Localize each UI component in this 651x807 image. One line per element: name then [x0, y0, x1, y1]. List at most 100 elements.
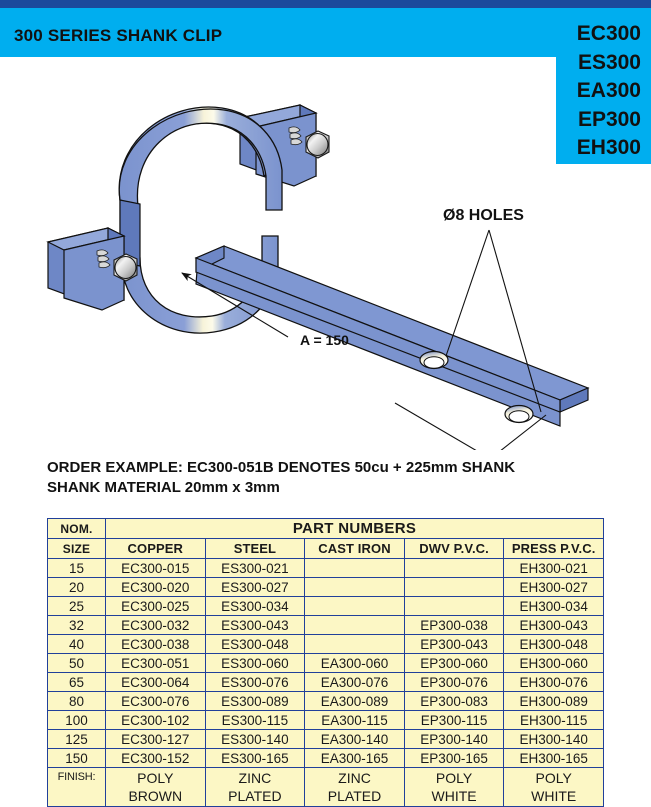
cell-nom-size: 15 [47, 558, 106, 578]
cell-dwv-pvc: EP300-115 [403, 710, 505, 730]
cell-steel: ES300-165 [204, 748, 306, 768]
column-header-press-pvc: PRESS P.V.C. [503, 538, 604, 559]
finish-dwv-pvc: POLY WHITE [403, 767, 505, 807]
product-code-eh300: EH300 [576, 136, 641, 159]
column-header-size: SIZE [47, 538, 106, 559]
cell-press-pvc: EH300-115 [503, 710, 604, 730]
column-header-dwv-pvc: DWV P.V.C. [403, 538, 505, 559]
finish-label: FINISH: [47, 767, 106, 807]
cell-steel: ES300-043 [204, 615, 306, 635]
clamp-drawing-geometry [46, 104, 590, 427]
cell-steel: ES300-027 [204, 577, 306, 597]
shank-length-label-text: A = 150 [300, 332, 349, 348]
cell-press-pvc: EH300-021 [503, 558, 604, 578]
cell-press-pvc: EH300-140 [503, 729, 604, 749]
holes-label-text: Ø8 HOLES [443, 207, 524, 224]
cell-copper: EC300-025 [105, 596, 206, 616]
cell-steel: ES300-021 [204, 558, 306, 578]
cell-dwv-pvc: EP300-083 [403, 691, 505, 711]
table-header-row-2: SIZE COPPER STEEL CAST IRON DWV P.V.C. P… [47, 538, 604, 559]
cell-steel: ES300-115 [204, 710, 306, 730]
finish-steel-line-1: ZINC [238, 770, 272, 786]
cell-cast-iron [304, 577, 405, 597]
column-group-header-part-numbers: PART NUMBERS [105, 518, 604, 539]
cell-dwv-pvc: EP300-043 [403, 634, 505, 654]
cell-press-pvc: EH300-034 [503, 596, 604, 616]
cell-cast-iron: EA300-140 [304, 729, 405, 749]
table-footer: FINISH: POLY BROWN ZINC PLATED ZINC PLAT… [47, 767, 604, 807]
cell-press-pvc: EH300-048 [503, 634, 604, 654]
title-bar: 300 SERIES SHANK CLIP [0, 8, 651, 57]
product-code-ep300: EP300 [577, 107, 641, 131]
cell-cast-iron [304, 558, 405, 578]
finish-copper: POLY BROWN [105, 767, 206, 807]
product-code-ea300: EA300 [576, 79, 641, 102]
cell-press-pvc: EH300-089 [503, 691, 604, 711]
cell-copper: EC300-038 [105, 634, 206, 654]
product-code-es300: ES300 [577, 50, 641, 74]
column-header-copper: COPPER [105, 538, 206, 559]
cell-copper: EC300-020 [105, 577, 206, 597]
finish-cast-iron-line-1: ZINC [338, 770, 371, 786]
cell-steel: ES300-034 [204, 596, 306, 616]
cell-dwv-pvc [403, 577, 505, 597]
shank-length-annotation: A = 150 [181, 272, 349, 348]
page-title: 300 SERIES SHANK CLIP [14, 26, 223, 45]
product-code-panel: EC300 ES300 EA300 EP300 EH300 [556, 8, 651, 164]
top-rule-bar [0, 0, 651, 8]
column-header-cast-iron: CAST IRON [304, 538, 405, 559]
cell-cast-iron: EA300-076 [304, 672, 405, 692]
cell-copper: EC300-076 [105, 691, 206, 711]
table-header-row-1: NOM. PART NUMBERS [47, 518, 604, 539]
cell-press-pvc: EH300-076 [503, 672, 604, 692]
order-example-line-1: ORDER EXAMPLE: EC300-051B DENOTES 50cu +… [47, 459, 516, 476]
cell-nom-size: 150 [47, 748, 106, 768]
cell-copper: EC300-127 [105, 729, 206, 749]
product-code-ec300: EC300 [576, 22, 641, 45]
finish-row: FINISH: POLY BROWN ZINC PLATED ZINC PLAT… [47, 767, 604, 807]
shank-end-dimension [394, 402, 547, 450]
cell-copper: EC300-102 [105, 710, 206, 730]
cell-steel: ES300-048 [204, 634, 306, 654]
cell-nom-size: 65 [47, 672, 106, 692]
order-example-block: ORDER EXAMPLE: EC300-051B DENOTES 50cu +… [47, 458, 627, 498]
cell-steel: ES300-060 [204, 653, 306, 673]
finish-dwv-line-2: WHITE [431, 788, 477, 804]
cell-nom-size: 20 [47, 577, 106, 597]
finish-press-pvc: POLY WHITE [503, 767, 604, 807]
order-example-line-2: SHANK MATERIAL 20mm x 3mm [47, 479, 280, 496]
cell-cast-iron: EA300-165 [304, 748, 405, 768]
cell-dwv-pvc: EP300-076 [403, 672, 505, 692]
cell-steel: ES300-140 [204, 729, 306, 749]
cell-copper: EC300-015 [105, 558, 206, 578]
finish-press-line-2: WHITE [531, 788, 577, 804]
cell-press-pvc: EH300-027 [503, 577, 604, 597]
cell-cast-iron [304, 615, 405, 635]
cell-dwv-pvc: EP300-060 [403, 653, 505, 673]
cell-nom-size: 25 [47, 596, 106, 616]
cell-copper: EC300-032 [105, 615, 206, 635]
cell-steel: ES300-076 [204, 672, 306, 692]
cell-cast-iron [304, 634, 405, 654]
cell-press-pvc: EH300-165 [503, 748, 604, 768]
cell-nom-size: 100 [47, 710, 106, 730]
finish-press-line-1: POLY [535, 770, 572, 786]
holes-annotation: Ø8 HOLES [443, 207, 542, 413]
shank-hole-1 [419, 350, 449, 370]
shank-hole-2 [504, 404, 534, 424]
finish-cast-iron-line-2: PLATED [327, 788, 382, 804]
cell-nom-size: 32 [47, 615, 106, 635]
cell-nom-size: 125 [47, 729, 106, 749]
cell-cast-iron: EA300-115 [304, 710, 405, 730]
cell-press-pvc: EH300-060 [503, 653, 604, 673]
cell-dwv-pvc: EP300-038 [403, 615, 505, 635]
